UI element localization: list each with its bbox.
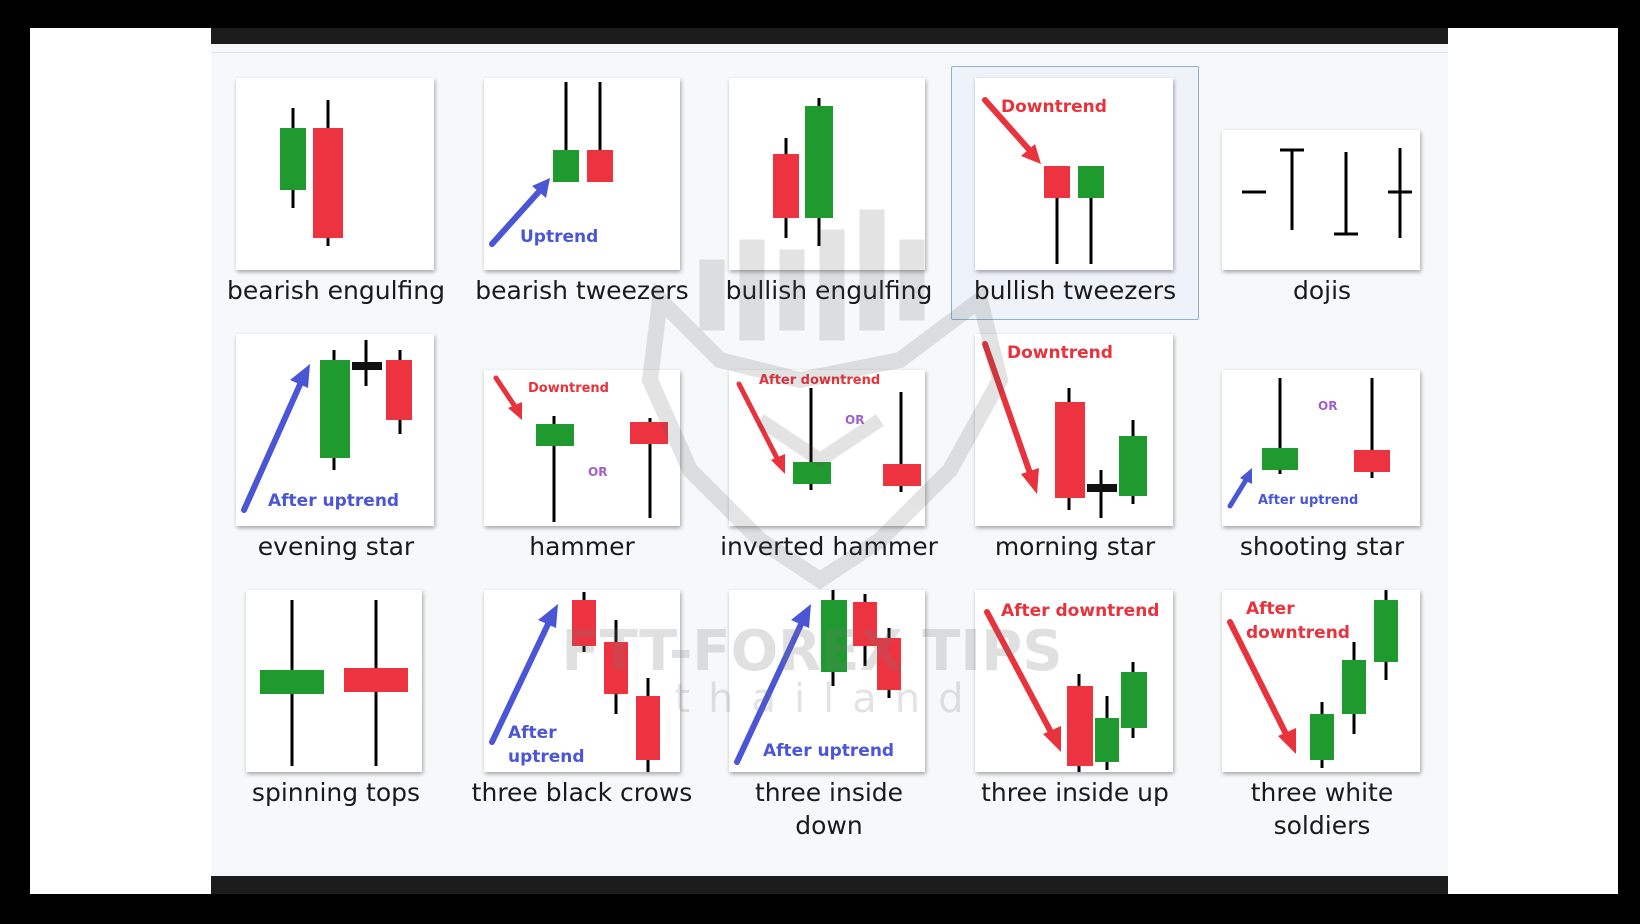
thumbnail-dojis	[1222, 130, 1420, 270]
thumbnail-inverted-hammer: After downtrend OR	[729, 370, 925, 526]
bottom-bar	[211, 876, 1448, 894]
file-tile-evening-star[interactable]: After uptrend evening star	[216, 330, 456, 570]
file-tile-bearish-tweezers[interactable]: Uptrend bearish tweezers	[462, 74, 702, 314]
thumbnail-three-white-soldiers: After downtrend	[1222, 590, 1420, 772]
thumbnail-three-black-crows: After uptrend	[484, 590, 680, 772]
file-tile-bullish-tweezers[interactable]: Downtrend bullish tweezers	[951, 66, 1199, 320]
file-tile-three-inside-up[interactable]: After downtrend three inside up	[955, 586, 1195, 856]
file-tile-three-inside-down[interactable]: After uptrend three inside down	[709, 586, 949, 856]
thumbnail-three-inside-down: After uptrend	[729, 590, 925, 772]
trend-label-line-1: After	[508, 723, 557, 743]
or-label: OR	[588, 465, 607, 479]
top-bar	[211, 28, 1448, 44]
thumbnail-bearish-tweezers: Uptrend	[484, 78, 680, 270]
file-tile-spinning-tops[interactable]: spinning tops	[216, 586, 456, 856]
thumbnail-shooting-star: After uptrend OR	[1222, 370, 1420, 526]
tile-caption: bullish tweezers	[973, 276, 1177, 305]
or-label: OR	[845, 413, 864, 427]
file-tile-shooting-star[interactable]: After uptrend OR shooting star	[1202, 330, 1442, 570]
thumbnail-morning-star: Downtrend	[975, 334, 1173, 526]
thumbnail-three-inside-up: After downtrend	[975, 590, 1173, 772]
thumbnail-evening-star: After uptrend	[236, 334, 434, 526]
or-label: OR	[1318, 399, 1337, 413]
trend-label: Downtrend	[1007, 343, 1113, 363]
tile-caption: three white soldiers	[1250, 778, 1394, 840]
tile-caption: bearish tweezers	[475, 276, 689, 305]
trend-label-line-2: downtrend	[1246, 623, 1350, 643]
file-tile-hammer[interactable]: Downtrend OR hammer	[462, 330, 702, 570]
tile-caption: spinning tops	[251, 778, 421, 807]
thumbnail-bearish-engulfing	[236, 78, 434, 270]
trend-label: After uptrend	[508, 723, 585, 767]
file-tile-bullish-engulfing[interactable]: bullish engulfing	[709, 74, 949, 314]
tile-caption: shooting star	[1239, 532, 1405, 561]
file-tile-three-white-soldiers[interactable]: After downtrend three white soldiers	[1202, 586, 1442, 856]
file-tile-bearish-engulfing[interactable]: bearish engulfing	[216, 74, 456, 314]
tile-caption: morning star	[994, 532, 1156, 561]
file-tile-inverted-hammer[interactable]: After downtrend OR inverted hammer	[709, 330, 949, 570]
tile-caption: bullish engulfing	[725, 276, 933, 305]
tile-caption: bearish engulfing	[227, 276, 445, 305]
tile-caption: hammer	[529, 532, 635, 561]
trend-label-line-1: After	[1246, 599, 1295, 619]
file-tile-morning-star[interactable]: Downtrend morning star	[955, 330, 1195, 570]
file-tile-dojis[interactable]: dojis	[1202, 74, 1442, 314]
thumbnail-bullish-engulfing	[729, 78, 925, 270]
file-tile-three-black-crows[interactable]: After uptrend three black crows	[462, 586, 702, 856]
trend-label: After uptrend	[268, 491, 399, 511]
trend-label: Uptrend	[520, 227, 598, 247]
thumbnail-spinning-tops	[246, 590, 422, 772]
trend-label: After downtrend	[1246, 599, 1350, 643]
trend-label: Downtrend	[1001, 97, 1107, 117]
tile-caption: inverted hammer	[720, 532, 938, 561]
trend-label: After uptrend	[1258, 493, 1358, 508]
trend-label: After downtrend	[759, 373, 880, 388]
trend-label: After downtrend	[1001, 601, 1159, 621]
panel-divider	[211, 52, 1448, 53]
tile-caption: dojis	[1292, 276, 1352, 305]
tile-caption: evening star	[257, 532, 415, 561]
trend-label-line-2: uptrend	[508, 747, 585, 767]
trend-label: After uptrend	[763, 741, 894, 761]
thumbnail-bullish-tweezers: Downtrend	[975, 78, 1173, 270]
tile-caption: three inside down	[754, 778, 904, 840]
trend-label: Downtrend	[528, 381, 609, 396]
tile-caption: three inside up	[981, 778, 1169, 807]
thumbnail-hammer: Downtrend OR	[484, 370, 680, 526]
tile-caption: three black crows	[471, 778, 693, 807]
